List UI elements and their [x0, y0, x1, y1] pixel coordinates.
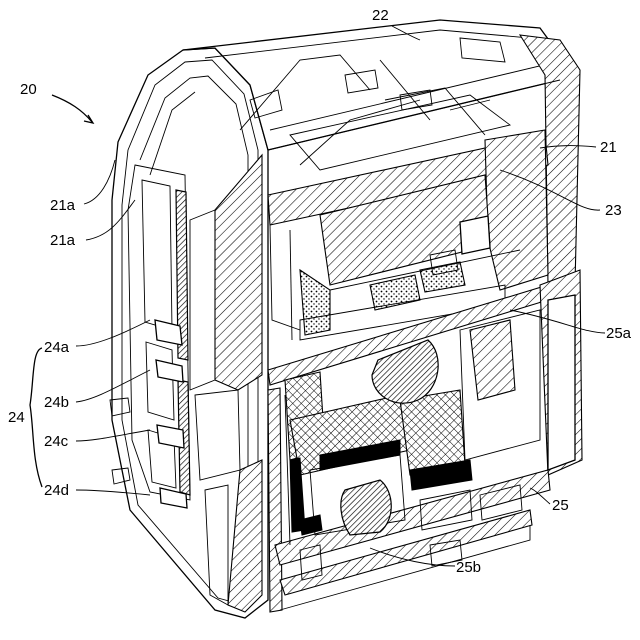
label-25: 25: [552, 497, 569, 514]
label-21a-upper: 21a: [50, 197, 76, 214]
label-24: 24: [8, 409, 25, 426]
label-22: 22: [372, 7, 389, 24]
label-24d: 24d: [44, 482, 69, 499]
label-25b: 25b: [456, 559, 481, 576]
label-25a: 25a: [606, 325, 632, 342]
label-20: 20: [20, 81, 37, 98]
label-21: 21: [600, 139, 617, 156]
label-24a: 24a: [44, 339, 70, 356]
label-24b: 24b: [44, 394, 69, 411]
label-23: 23: [605, 202, 622, 219]
label-24c: 24c: [44, 433, 69, 450]
label-21a-lower: 21a: [50, 232, 76, 249]
